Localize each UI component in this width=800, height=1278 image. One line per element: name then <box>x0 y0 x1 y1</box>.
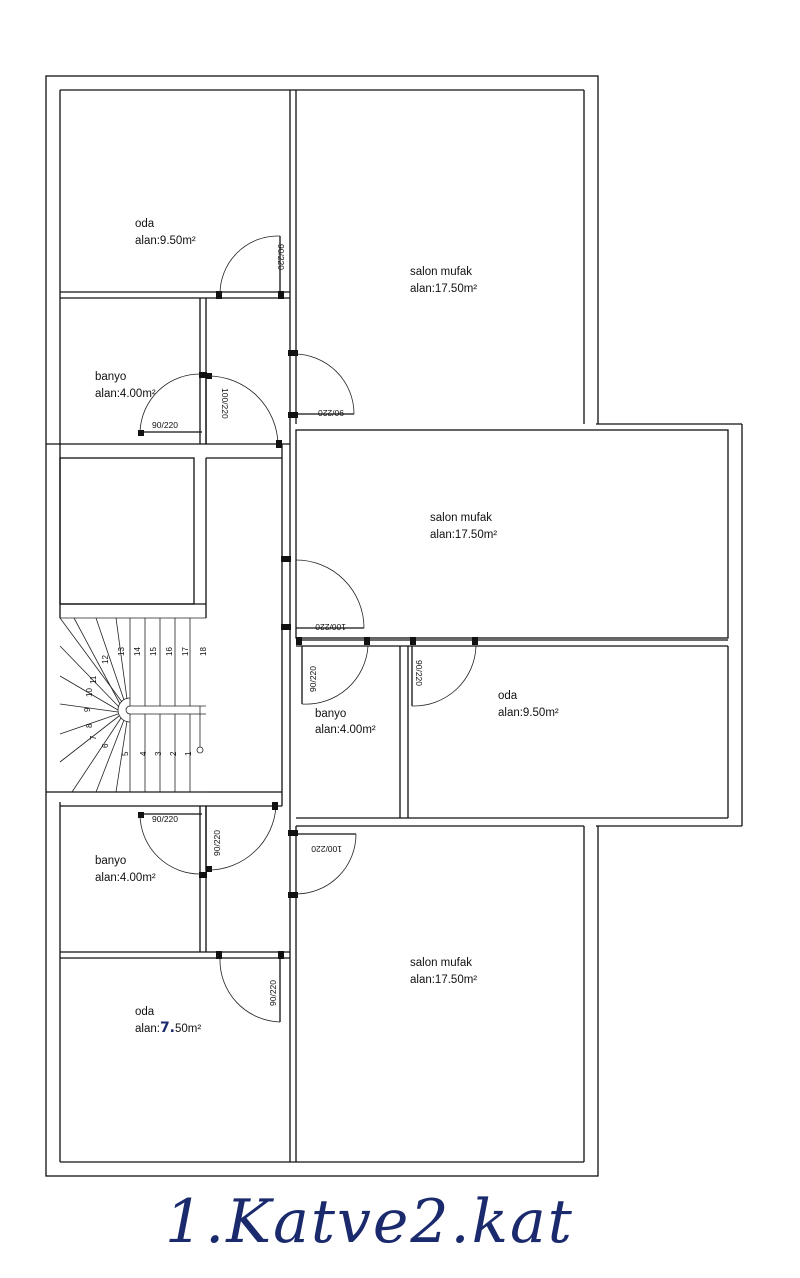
interior-walls <box>46 90 728 1162</box>
room-area: alan:9.50m² <box>498 707 559 719</box>
stair-step-number: 17 <box>181 647 190 656</box>
door-label: 90/220 <box>152 420 178 430</box>
room-area: alan:4.00m² <box>315 724 376 736</box>
stair-step-number: 14 <box>133 647 142 656</box>
room-name: banyo <box>95 371 126 383</box>
stair-step-number: 2 <box>169 751 178 756</box>
room-salon-mufak-top: salon mufak alan:17.50m² <box>410 266 477 295</box>
room-area: alan:4.00m² <box>95 872 156 884</box>
door-label: 90/220 <box>152 814 178 824</box>
door-label: 90/220 <box>308 666 318 692</box>
middle-wing-walls <box>295 423 743 827</box>
door-label: 90/220 <box>318 408 344 418</box>
room-oda-bottom: oda alan:7.50m² <box>135 1006 201 1036</box>
room-area-prefix: alan: <box>135 1023 160 1035</box>
door-label: 90/220 <box>414 660 424 686</box>
door-label: 90/220 <box>268 980 278 1006</box>
room-salon-mufak-middle: salon mufak alan:17.50m² <box>430 512 497 541</box>
stair-step-number: 16 <box>165 647 174 656</box>
stair-step-number: 15 <box>149 647 158 656</box>
stair-step-number: 6 <box>101 743 110 748</box>
room-name: salon mufak <box>410 266 472 278</box>
room-banyo-bottom: banyo alan:4.00m² <box>95 855 156 884</box>
room-oda-middle: oda alan:9.50m² <box>498 690 559 719</box>
floor-caption: 1.Katve2.kat <box>165 1187 574 1257</box>
room-area-suffix: 50m² <box>175 1023 201 1035</box>
stair-step-number: 5 <box>121 751 130 756</box>
stair-step-number: 1 <box>184 751 193 756</box>
room-area-handwritten: 7. <box>160 1020 175 1036</box>
room-area: alan:7.50m² <box>135 1020 201 1036</box>
stair-step-number: 12 <box>101 655 110 664</box>
room-name: oda <box>135 218 155 230</box>
door-label: 100/220 <box>315 622 346 632</box>
room-oda-top: oda alan:9.50m² <box>135 218 196 247</box>
room-area: alan:17.50m² <box>410 974 477 986</box>
room-name: oda <box>135 1006 155 1018</box>
stair-step-number: 10 <box>85 688 94 697</box>
stair-step-number: 11 <box>89 675 98 684</box>
room-name: banyo <box>315 708 346 720</box>
room-name: salon mufak <box>430 512 492 524</box>
stair-step-number: 9 <box>83 707 92 712</box>
room-banyo-top: banyo alan:4.00m² <box>95 371 156 400</box>
stair-step-number: 4 <box>139 751 148 756</box>
room-area: alan:17.50m² <box>410 283 477 295</box>
room-banyo-middle: banyo alan:4.00m² <box>315 708 376 736</box>
stair-step-number: 7 <box>89 735 98 740</box>
room-salon-mufak-bottom: salon mufak alan:17.50m² <box>410 957 477 986</box>
room-area: alan:17.50m² <box>430 529 497 541</box>
door-label: 90/220 <box>212 830 222 856</box>
room-name: salon mufak <box>410 957 472 969</box>
door-label: 90/220 <box>276 244 286 270</box>
room-labels: oda alan:9.50m² salon mufak alan:17.50m²… <box>95 218 559 1036</box>
doors <box>138 235 478 1023</box>
staircase <box>59 617 206 793</box>
door-labels: 90/220 90/220 90/220 100/220 100/220 90/… <box>152 244 424 1006</box>
room-name: oda <box>498 690 518 702</box>
room-name: banyo <box>95 855 126 867</box>
door-label: 100/220 <box>311 844 342 854</box>
stair-step-number: 18 <box>199 647 208 656</box>
room-area: alan:4.00m² <box>95 388 156 400</box>
door-label: 100/220 <box>220 388 230 419</box>
room-area: alan:9.50m² <box>135 235 196 247</box>
stair-step-number: 3 <box>154 751 163 756</box>
stair-step-number: 8 <box>85 723 94 728</box>
stair-step-number: 13 <box>117 647 126 656</box>
